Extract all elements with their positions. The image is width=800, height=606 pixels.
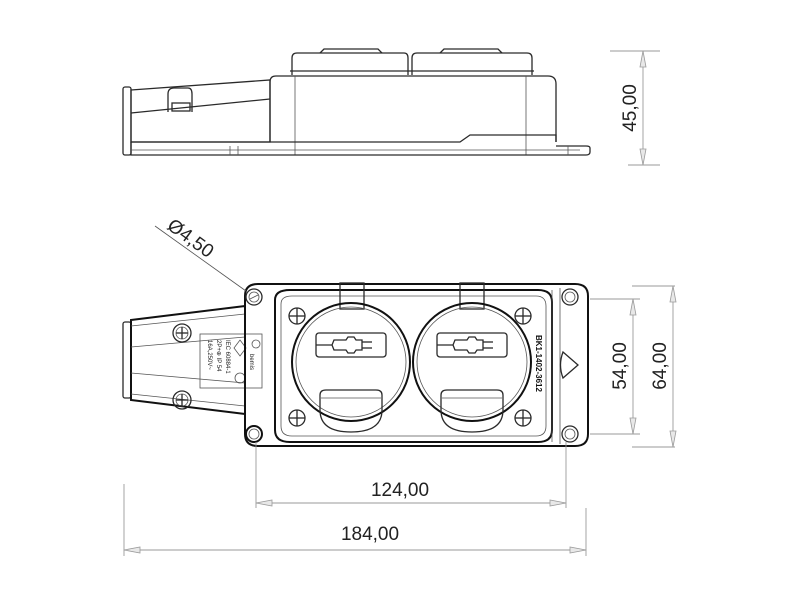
socket-lid-left — [291, 302, 411, 433]
svg-text:64,00: 64,00 — [650, 342, 671, 390]
side-view — [122, 48, 591, 156]
svg-text:2P+⊕ IP 54: 2P+⊕ IP 54 — [215, 340, 221, 372]
svg-text:bemis: bemis — [248, 354, 254, 370]
dimension-height: 45,00 — [610, 50, 660, 166]
dimension-inner-width: 54,00 — [590, 298, 640, 435]
mounting-hole-icon — [245, 425, 263, 443]
dimension-overall-length: 184,00 — [123, 484, 587, 556]
svg-text:16A,250V~: 16A,250V~ — [206, 340, 212, 370]
rating-label: 16A,250V~ 2P+⊕ IP 54 IEC 60884-1 bemis — [199, 333, 263, 389]
svg-text:124,00: 124,00 — [371, 480, 429, 501]
screw-icon — [172, 323, 192, 343]
orientation-triangle-icon — [559, 350, 579, 380]
screw-icon — [172, 390, 192, 410]
svg-text:184,00: 184,00 — [341, 524, 399, 545]
socket-lid-right — [412, 302, 532, 433]
dimension-hole-spacing: 124,00 — [255, 442, 567, 508]
dimension-hole-diameter: Ø4,50 — [154, 215, 247, 292]
top-view: 16A,250V~ 2P+⊕ IP 54 IEC 60884-1 bemis — [122, 282, 589, 447]
svg-text:IEC 60884-1: IEC 60884-1 — [224, 340, 230, 374]
mounting-hole-icon — [561, 425, 579, 443]
mounting-hole-icon — [561, 288, 579, 306]
part-number: BK1-1402-3612 — [534, 335, 543, 392]
svg-text:54,00: 54,00 — [610, 342, 631, 390]
cover-screw-icon — [514, 307, 532, 325]
mounting-hole-icon — [245, 288, 263, 306]
cover-screw-icon — [288, 409, 306, 427]
cover-screw-icon — [288, 307, 306, 325]
dimension-outer-width: 64,00 — [632, 285, 677, 448]
dimension-height-label: 45,00 — [620, 84, 641, 132]
cover-screw-icon — [514, 409, 532, 427]
svg-text:Ø4,50: Ø4,50 — [163, 215, 217, 262]
